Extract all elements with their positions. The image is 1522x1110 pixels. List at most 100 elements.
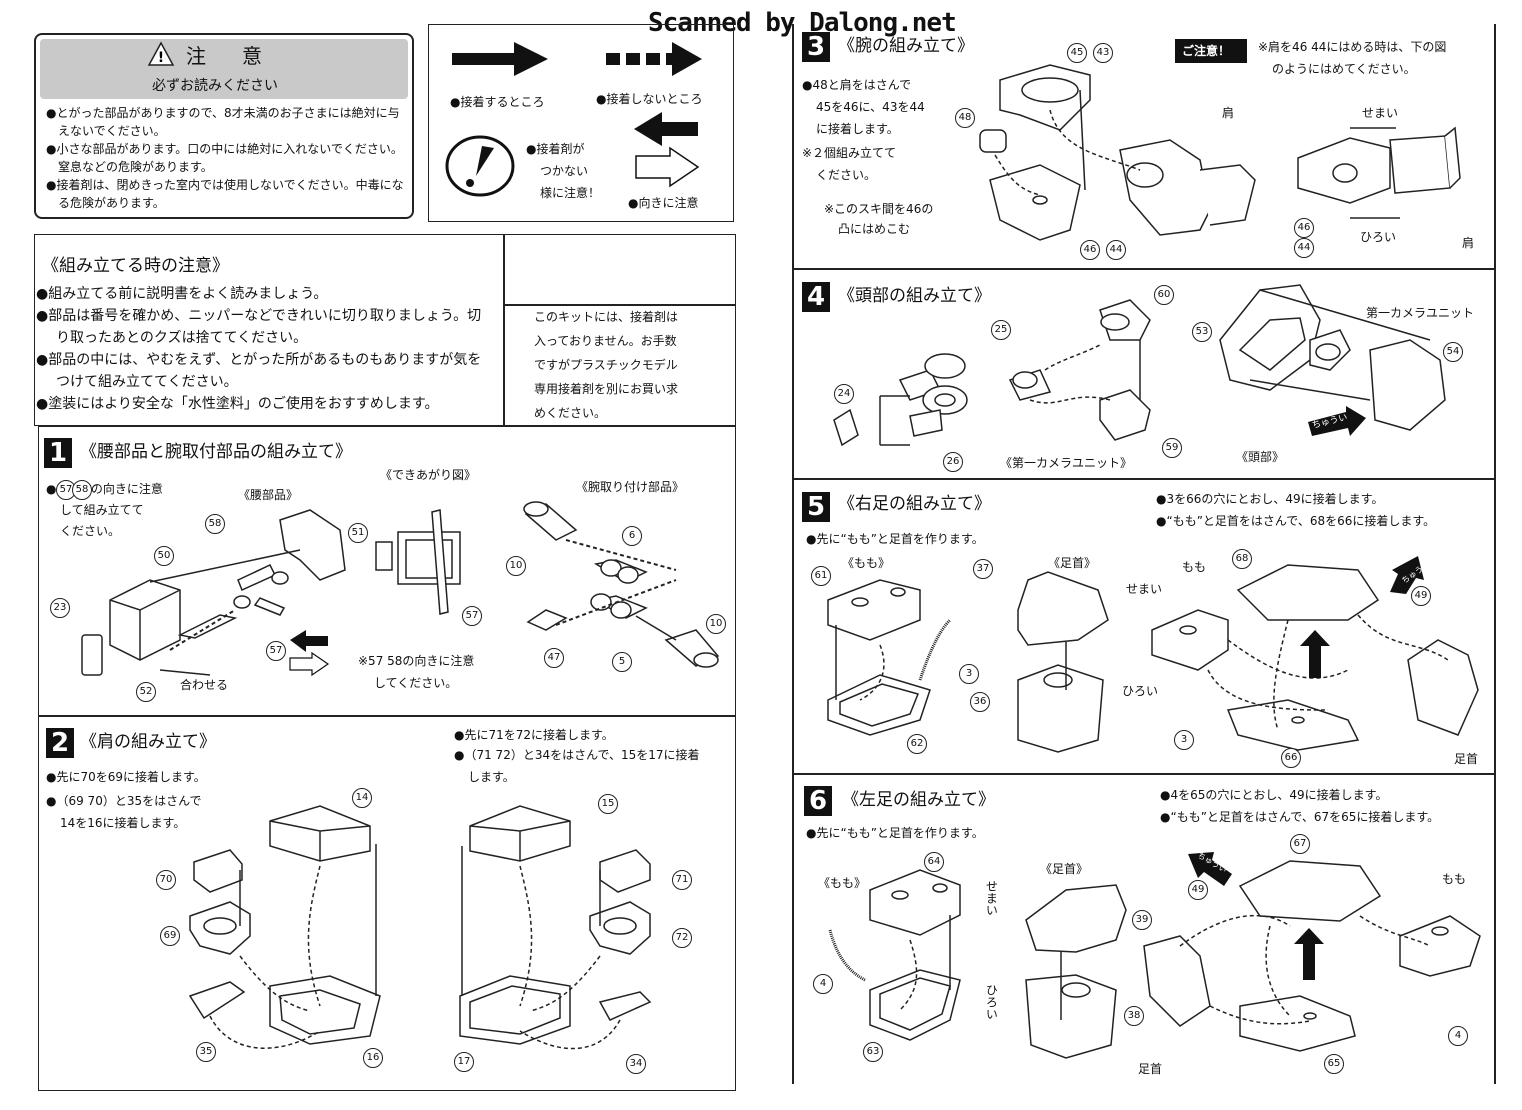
part-number: 57 [462, 606, 482, 626]
assembly-note-line: ●部品は番号を確かめ、ニッパーなどできれいに切り取りましょう。切 [36, 308, 482, 324]
part-number: 3 [959, 664, 979, 684]
step2-right-line: します。 [468, 770, 515, 784]
step6-up-arrow-icon [1294, 928, 1324, 980]
step4-camera-unit-label: 第一カメラユニット [1366, 306, 1475, 320]
step5-line-right: ●“もも”と足首をはさんで、68を66に接着します。 [1156, 514, 1436, 528]
part-number: 34 [626, 1054, 646, 1074]
part-number: 48 [955, 108, 975, 128]
step3-shoulder-label: 肩 [1222, 106, 1235, 120]
part-number: 60 [1154, 285, 1174, 305]
step6-caution-arrow-icon [1188, 852, 1232, 886]
notes-divider [503, 234, 505, 426]
warning-line: えないでください。 [58, 124, 166, 138]
part-number: 58 [72, 480, 92, 500]
step6-line-right: ●4を65の穴にとおし、49に接着します。 [1160, 788, 1388, 802]
step6-title: 《左足の組み立て》 [842, 790, 995, 810]
step5-ankle: 足首 [1454, 752, 1479, 766]
step6-narrow: せまい [984, 880, 999, 916]
step1-title: 《腰部品と腕取付部品の組み立て》 [80, 442, 352, 462]
no-glue-arrow-icon [606, 42, 702, 76]
part-number: 66 [1281, 748, 1301, 768]
part-number: 46 [1080, 240, 1100, 260]
step5-narrow: せまい [1126, 582, 1163, 596]
kit-note-line: めください。 [534, 406, 607, 420]
step5-thigh-label: 《もも》 [842, 556, 891, 570]
right-page-border [792, 24, 794, 1084]
part-number: 61 [811, 566, 831, 586]
part-number: 23 [50, 598, 70, 618]
step4-head: 《頭部》 [1236, 450, 1285, 464]
legend-direction: ●向きに注意 [628, 196, 699, 210]
part-number: 49 [1411, 586, 1431, 606]
step2-left-line: 14を16に接着します。 [60, 816, 186, 830]
part-number: 46 [1294, 218, 1314, 238]
step5-title: 《右足の組み立て》 [838, 494, 991, 514]
step3-gap-note: ※このスキ間を46の [824, 202, 934, 216]
part-number: 63 [863, 1042, 883, 1062]
assembly-note-line: ●塗装にはより安全な「水性塗料」のご使用をおすすめします。 [36, 396, 439, 412]
step2-right-diagram [459, 805, 652, 1050]
assembly-note-line: ●組み立てる前に説明書をよく読みましょう。 [36, 286, 328, 302]
step2-title: 《肩の組み立て》 [80, 732, 216, 752]
step3-line: 45を46に、43を44 [816, 100, 925, 114]
part-number: 47 [544, 648, 564, 668]
assembly-note-line: つけて組み立ててください。 [56, 374, 238, 390]
assembly-note-line: り取ったあとのクズは捨ててください。 [56, 330, 308, 346]
svg-text:!: ! [158, 50, 164, 66]
step1-done-diagram [375, 509, 461, 615]
step1-arrow-icon [289, 630, 330, 677]
part-number: 16 [363, 1048, 383, 1068]
kit-note-line: 入っておりません。お手数 [534, 334, 677, 348]
step1-number: 1 [44, 438, 72, 468]
step1-align-label: 合わせる [180, 678, 229, 692]
warning-line: る危険があります。 [58, 196, 165, 210]
step5-line-right: ●3を66の穴にとおし、49に接着します。 [1156, 492, 1384, 506]
part-number: 5 [612, 652, 632, 672]
step6-wide: ひろい [984, 984, 999, 1020]
part-number: 10 [506, 556, 526, 576]
step6-line-right: ●“もも”と足首をはさんで、67を65に接着します。 [1160, 810, 1440, 824]
step3-gap-note: 凸にはめこむ [838, 222, 911, 236]
warning-subtitle: 必ずお読みください [152, 78, 278, 94]
part-number: 71 [672, 870, 692, 890]
step4-title: 《頭部の組み立て》 [838, 286, 991, 306]
part-number: 24 [834, 384, 854, 404]
part-number: 49 [1188, 880, 1208, 900]
step1-waist-diagram [81, 509, 346, 676]
warning-line: ●とがった部品がありますので、8才未満のお子さまには絶対に与 [46, 106, 400, 120]
part-number: 3 [1174, 730, 1194, 750]
step5-ankle-label: 《足首》 [1048, 556, 1097, 570]
step4-number: 4 [802, 282, 830, 312]
part-number: 10 [706, 614, 726, 634]
step6-ankle-label: 《足首》 [1040, 862, 1089, 876]
step2-left-line: ●（69 70）と35をはさんで [46, 794, 202, 808]
step1-arm-label: 《腕取り付け部品》 [576, 480, 685, 494]
step3-number: 3 [802, 32, 830, 62]
part-number: 4 [1448, 1026, 1468, 1046]
step6-leg-diagram [1143, 860, 1481, 1052]
part-number: 57 [266, 641, 286, 661]
step6-thigh-diagram [828, 869, 961, 1041]
step-divider [794, 773, 1496, 775]
step6-line-left: ●先に“もも”と足首を作ります。 [806, 826, 984, 840]
part-number: 52 [136, 682, 156, 702]
step3-narrow-label: せまい [1362, 106, 1399, 120]
step6-thigh: もも [1442, 872, 1467, 886]
legend-box [428, 24, 734, 222]
part-number: 17 [454, 1052, 474, 1072]
part-number: 62 [907, 734, 927, 754]
part-number: 35 [196, 1042, 216, 1062]
part-number: 54 [1443, 342, 1463, 362]
part-number: 45 [1067, 43, 1087, 63]
step-divider [794, 478, 1496, 480]
step5-number: 5 [802, 492, 830, 522]
part-number: 50 [154, 546, 174, 566]
part-number: 70 [156, 870, 176, 890]
part-number: 65 [1324, 1054, 1344, 1074]
part-number: 69 [160, 926, 180, 946]
part-number: 72 [672, 928, 692, 948]
right-page-border [1494, 24, 1496, 1084]
warning-box [34, 33, 414, 219]
step5-caution-arrow-icon [1390, 556, 1424, 594]
warning-triangle-icon: ! [147, 41, 175, 66]
